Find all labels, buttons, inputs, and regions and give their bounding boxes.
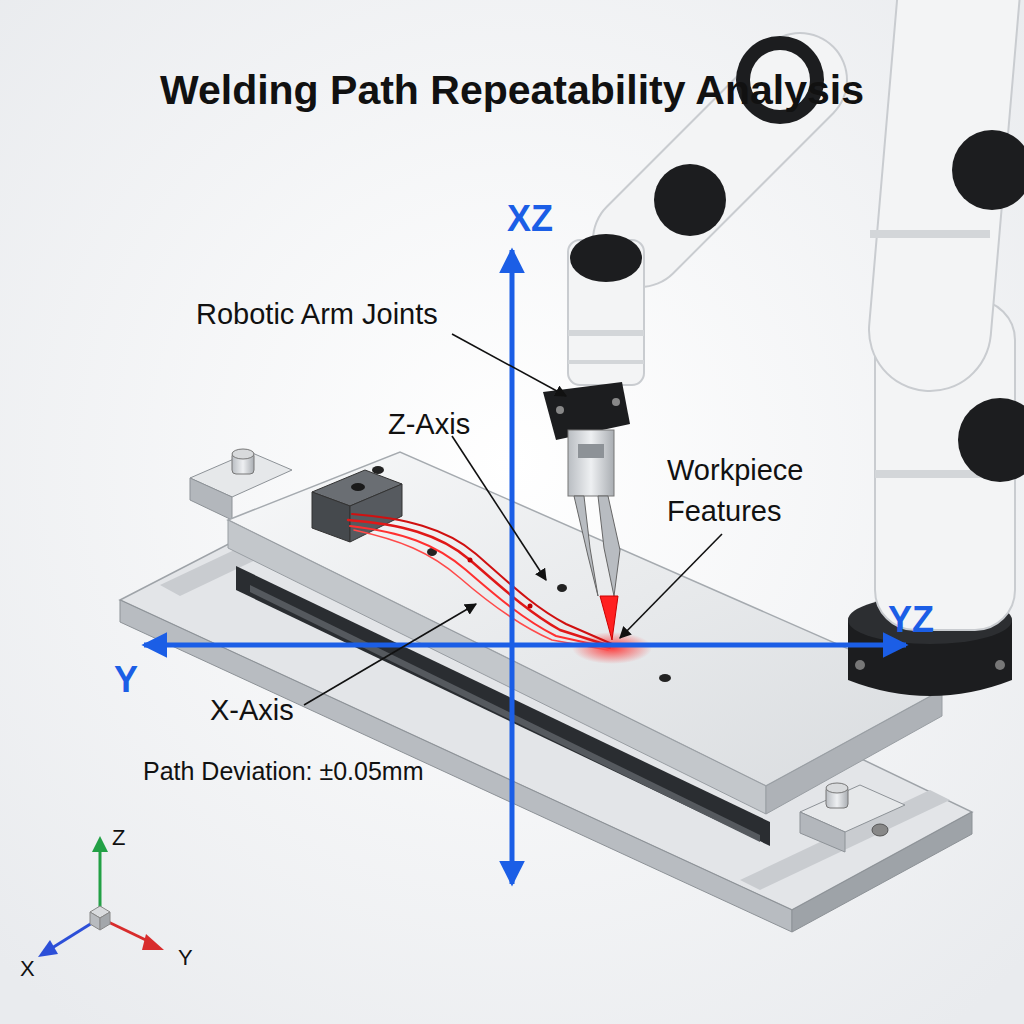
axis-label: Y	[98, 654, 154, 705]
axis-label: YZ	[866, 594, 956, 645]
axis-label: XZ	[482, 193, 578, 244]
triad-label: X	[20, 953, 50, 984]
triad-label: Z	[112, 822, 142, 853]
callout-label: X-Axis	[210, 690, 350, 731]
callout-label: Robotic Arm Joints	[196, 294, 526, 335]
dimension-note: Path Deviation: ±0.05mm	[143, 754, 543, 790]
callout-label: Z-Axis	[388, 404, 528, 445]
callout-label: Workpiece Features	[667, 450, 852, 532]
diagram-title: Welding Path Repeatability Analysis	[0, 66, 1024, 115]
coordinate-triad	[38, 836, 164, 957]
leader-line	[304, 334, 722, 705]
axis-line	[144, 250, 906, 884]
triad-label: Y	[178, 942, 208, 973]
clamp	[800, 783, 905, 852]
